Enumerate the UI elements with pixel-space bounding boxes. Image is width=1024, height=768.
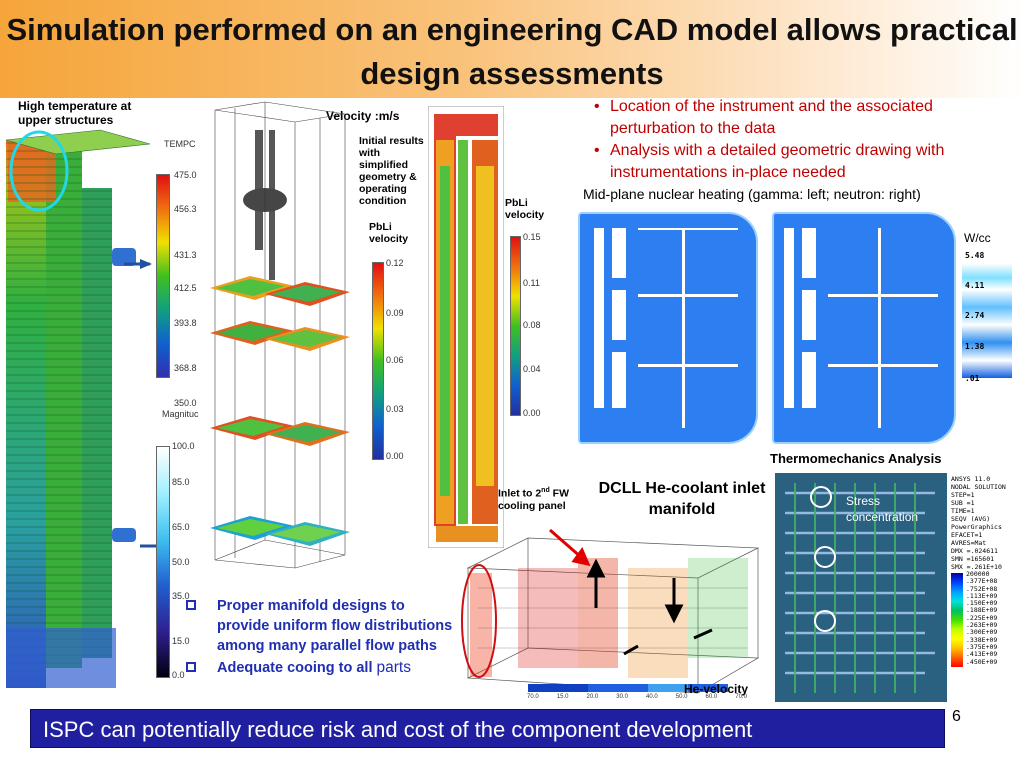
velocity-ticks-b: 0.15 0.11 0.08 0.04 0.00 [523,232,541,418]
pbli-velocity-label-1: PbLi velocity [369,221,409,245]
stress-analysis-figure [775,473,947,702]
temperature-colorbar [156,174,170,378]
neutron-heating-panel [772,212,956,444]
ansys-legend: ANSYS 11.0 NODAL SOLUTION STEP=1 SUB =1 … [948,473,1022,669]
he-velocity-label: He-velocity [684,682,749,696]
footer-banner: ISPC can potentially reduce risk and cos… [30,709,945,748]
velocity-label: Velocity :m/s [326,109,400,123]
high-temperature-label: High temperature at upper structures [18,99,132,127]
magnitude-ticks: 100.0 85.0 65.0 50.0 35.0 15.0 0.0 [172,441,195,680]
initial-results-label: Initial results with simplified geometry… [359,135,424,207]
velocity-colorbar-a [372,262,384,460]
observation-bullets: Location of the instrument and the assoc… [592,96,1022,184]
checkbox-bullet-icon [186,600,196,610]
velocity-colorbar-b [510,236,521,416]
bullet-item: Location of the instrument and the assoc… [592,96,1022,140]
channel-velocity-figure [428,106,504,548]
nuclear-legend: 5.48 4.11 2.74 1.38 .01 [962,250,1012,383]
footer-text: ISPC can potentially reduce risk and cos… [43,717,753,742]
bullet-item: Analysis with a detailed geometric drawi… [592,140,1022,184]
list-item: Adequate cooing to all parts [183,658,453,678]
he-velocity-axis: 70.0 15.0 20.0 30.0 40.0 50.0 60.0 70.0 [527,694,747,700]
pbli-velocity-label-2: PbLi velocity [505,197,545,221]
velocity-wireframe-figure [210,101,350,569]
title-banner [0,0,1024,98]
design-bullets: Proper manifold designs to provide unifo… [183,596,453,678]
list-item: Proper manifold designs to provide unifo… [183,596,453,656]
hot-region-highlight [9,130,69,212]
slide-title: Simulation performed on an engineering C… [6,12,1018,91]
checkbox-bullet-icon [186,662,196,672]
magnitude-colorbar [156,446,170,678]
manifold-highlight [461,564,497,678]
inlet-label: Inlet to 2nd FW cooling panel [498,487,569,512]
midplane-heating-caption: Mid-plane nuclear heating (gamma: left; … [583,186,921,202]
temperature-model-figure [5,129,160,688]
wcc-unit-label: W/cc [964,231,991,245]
page-number: 6 [952,708,961,725]
temperature-ticks: 475.0 456.3 431.3 412.5 393.8 368.8 350.… [174,170,197,408]
dcll-manifold-label: DCLL He-coolant inlet manifold [598,480,766,518]
manifold-flow-figure [466,528,760,694]
magnitude-label: Magnituc [162,409,199,419]
gamma-heating-panel [578,212,758,444]
tempc-label: TEMPC [164,139,196,149]
velocity-ticks-a: 0.12 0.09 0.06 0.03 0.00 [386,258,404,461]
thermomechanics-label: Thermomechanics Analysis [770,451,942,466]
stress-concentration-label: Stress concentration [846,494,919,524]
